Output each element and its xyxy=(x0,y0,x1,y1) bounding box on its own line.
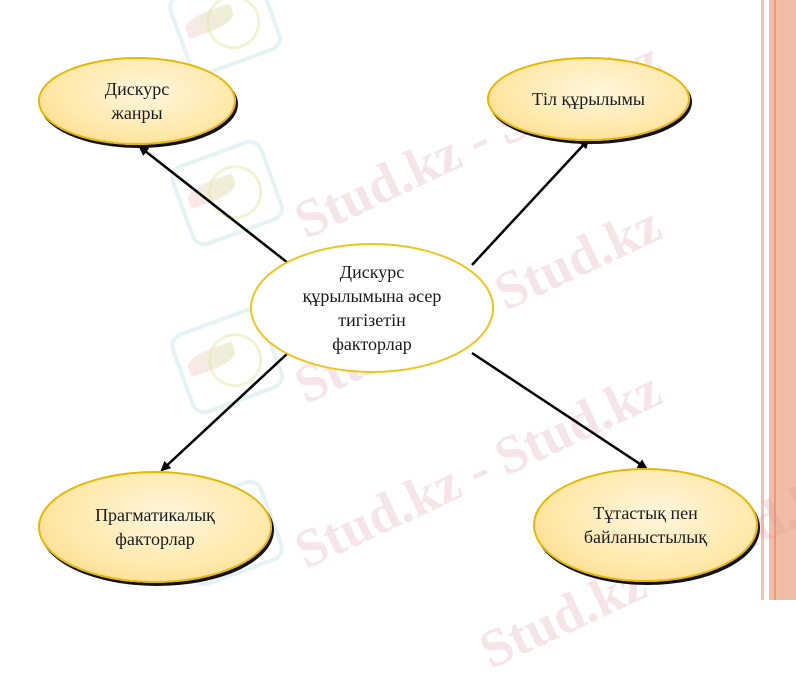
node-coherence-cohesion: Тұтастық пен байланыстылық xyxy=(533,468,758,582)
node-language-structure: Тіл құрылымы xyxy=(487,57,690,141)
node-label-line: Дискурс xyxy=(104,79,170,99)
node-discourse-genre: Дискурс жанры xyxy=(38,57,236,145)
arrow-to-bottom-right xyxy=(471,351,648,470)
center-label-line: Дискурс xyxy=(339,262,405,282)
node-label-line: факторлар xyxy=(115,529,195,549)
center-label-line: тигізетін xyxy=(338,310,406,330)
node-label-line: Прагматикалық xyxy=(95,505,215,525)
right-border-accent xyxy=(782,0,783,600)
arrow-to-bottom-left xyxy=(160,352,289,472)
node-label-line: Тұтастық пен xyxy=(593,503,698,523)
slide: Stud.kz - Stud.kz Stud.kz - Stud.kz Stud… xyxy=(38,0,796,680)
arrow-to-top-right xyxy=(471,138,590,266)
center-label-line: құрылымына әсер xyxy=(302,286,442,306)
node-label-line: жанры xyxy=(111,103,163,123)
arrow-to-top-left xyxy=(138,145,289,264)
node-label-line: байланыстылық xyxy=(583,527,708,547)
right-border-stripe xyxy=(761,0,764,600)
center-label-line: факторлар xyxy=(332,334,412,354)
node-pragmatic-factors: Прагматикалық факторлар xyxy=(38,471,272,583)
node-center-factors: Дискурс құрылымына әсер тигізетін фактор… xyxy=(250,243,494,373)
node-label-line: Тіл құрылымы xyxy=(532,89,645,109)
right-border-accent xyxy=(774,0,776,600)
connector-arrows xyxy=(138,138,648,472)
